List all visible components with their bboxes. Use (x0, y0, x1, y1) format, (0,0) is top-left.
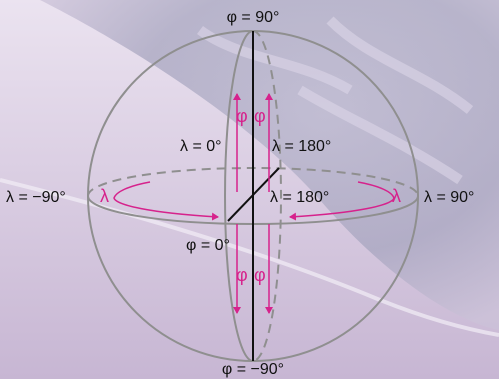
lambda-symbol-left: λ (100, 186, 109, 206)
west-longitude-label: λ = −90° (6, 189, 66, 206)
north-pole-label: φ = 90° (227, 9, 280, 26)
earth-clouds (197, 16, 474, 185)
phi-symbol-lower-right: φ (254, 265, 266, 285)
earth-backdrop (40, 0, 499, 330)
meridian-front (224, 30, 254, 362)
earth-limb (0, 178, 499, 337)
phi-symbol-upper-right: φ (254, 106, 266, 126)
east-longitude-label: λ = 90° (424, 189, 474, 206)
meridian-back (252, 30, 282, 362)
antimeridian-label-mid: λ = 180° (270, 189, 329, 206)
antimeridian-label-top: λ = 180° (272, 138, 331, 155)
lambda-arrow-right (289, 181, 395, 221)
south-pole-label: φ = −90° (222, 361, 284, 378)
phi-symbol-upper-left: φ (236, 106, 248, 126)
equator-label: φ = 0° (186, 237, 230, 254)
phi-symbol-lower-left: φ (236, 265, 248, 285)
prime-meridian-label: λ = 0° (180, 138, 222, 155)
lambda-arrow-left (113, 181, 219, 221)
lambda-symbol-right: λ (392, 186, 401, 206)
radius-line (227, 167, 280, 222)
